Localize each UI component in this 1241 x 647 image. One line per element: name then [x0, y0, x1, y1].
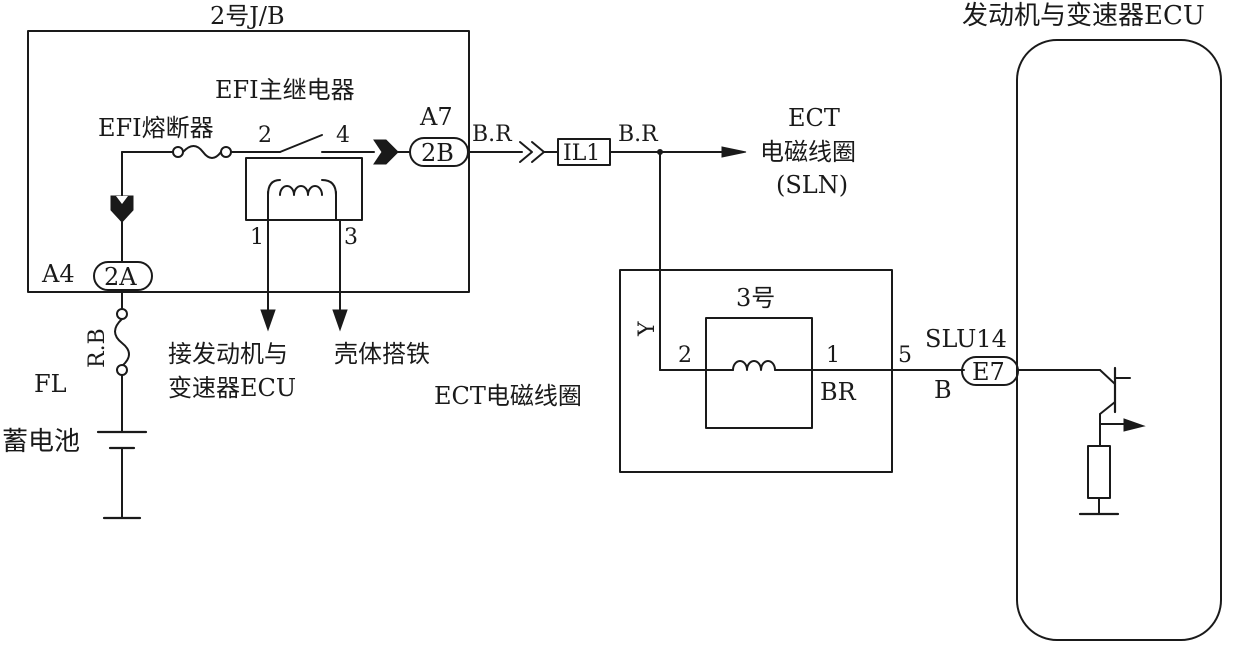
fl-label: FL: [34, 370, 67, 398]
connector-a4-text: 2A: [104, 263, 137, 291]
relay-destination-labels: 接发动机与 变速器ECU 壳体搭铁: [168, 340, 430, 402]
ground-label: 壳体搭铁: [334, 340, 430, 368]
relay-output: 2B A7: [361, 103, 469, 167]
connector-chevron-icon: [110, 195, 134, 263]
ect-sln-line1: ECT: [788, 104, 840, 132]
battery: 蓄电池: [2, 427, 148, 520]
relay-coil-icon: [267, 179, 337, 221]
efi-fuse-label: EFI熔断器: [98, 114, 214, 142]
arrow-down-icon: [332, 309, 348, 332]
fuse-icon: [182, 145, 222, 159]
wire-color-b: B: [934, 376, 952, 404]
ecu-pin-5: 5: [898, 343, 912, 368]
junction-block-title: 2号J/B: [210, 2, 285, 30]
wire-color-y: Y: [635, 321, 660, 337]
transistor-icon: [1099, 366, 1146, 447]
wire-color-br-2: B.R: [618, 122, 659, 147]
fusible-link-icon: [114, 318, 130, 367]
efi-main-relay: EFI主继电器 2 4 1 3: [215, 76, 363, 332]
ecu-terminal-label: SLU14: [925, 325, 1007, 353]
connector-a4-label: A4: [41, 260, 75, 288]
relay-switch-contact: [279, 134, 323, 153]
efi-relay-label: EFI主继电器: [215, 76, 355, 104]
arrow-right-icon: [1123, 418, 1146, 432]
fusible-link: R.B FL: [34, 289, 130, 433]
il1-connector-text: IL1: [563, 141, 600, 166]
junction-block-2: 2号J/B: [27, 2, 470, 293]
relay-pin-4: 4: [336, 123, 350, 148]
connector-chevron-icon: [373, 139, 399, 165]
arrow-down-icon: [260, 309, 276, 332]
relay-pin-2: 2: [258, 123, 272, 148]
wire-color-br-solenoid: BR: [820, 378, 857, 406]
to-ecu-line1: 接发动机与: [168, 340, 288, 368]
efi-fuse: EFI熔断器: [98, 114, 247, 196]
coil-pin-1: 1: [250, 225, 264, 250]
double-chevron-icon: [519, 141, 545, 163]
ect-sln-line3: (SLN): [776, 171, 848, 199]
ect-sln-line2: 电磁线圈: [760, 138, 856, 166]
harness-to-il1: B.R IL1 B.R: [467, 122, 747, 166]
solenoid-pin-1: 1: [826, 343, 840, 368]
coil-pin-3: 3: [344, 225, 358, 250]
connector-a4: A4 2A: [41, 260, 153, 291]
resistor-icon: [1087, 445, 1111, 499]
solenoid-3-title: 3号: [736, 284, 775, 312]
arrow-right-icon: [721, 146, 747, 158]
wire-color-br-1: B.R: [472, 122, 513, 147]
solenoid-coil-icon: [732, 360, 776, 371]
solenoid-pin-2: 2: [678, 343, 692, 368]
ect-sln-label: ECT 电磁线圈 (SLN): [760, 104, 856, 199]
ect-solenoid-3: 3号 ECT电磁线圈 Y 2 1 BR 5 B: [434, 151, 965, 473]
to-ecu-line2: 变速器ECU: [168, 374, 296, 402]
ecu-connector-e7: E7: [972, 358, 1005, 386]
solenoid-3-box-label: ECT电磁线圈: [434, 382, 582, 410]
engine-transmission-ecu: 发动机与变速器ECU SLU14 E7: [925, 1, 1222, 641]
connector-a7-text: 2B: [421, 139, 454, 167]
ecu-title: 发动机与变速器ECU: [962, 1, 1205, 31]
battery-label: 蓄电池: [2, 427, 80, 457]
connector-a7-label: A7: [419, 103, 453, 131]
wire-color-rb: R.B: [85, 328, 110, 368]
